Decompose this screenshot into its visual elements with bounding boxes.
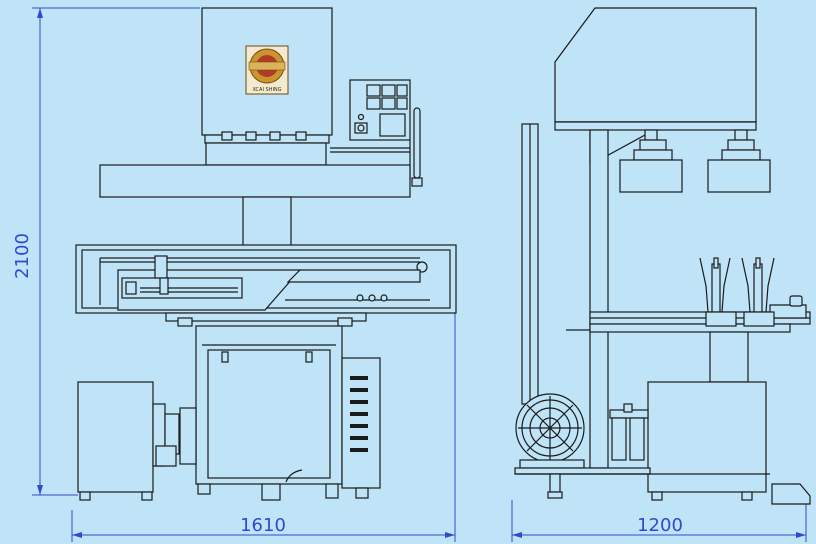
height-dimension: 2100 [12, 7, 200, 496]
left-cabinet [77, 381, 154, 493]
front-width-dimension: 1610 [71, 300, 456, 542]
logo-brand-text: XCAI SHING [252, 87, 281, 93]
side-column [589, 129, 609, 469]
blower-fan [515, 393, 585, 469]
side-width-label: 1200 [637, 515, 683, 536]
side-head [554, 7, 757, 123]
side-fixtures [699, 257, 775, 327]
front-width-label: 1610 [240, 515, 286, 536]
side-view [514, 7, 811, 505]
cross-beam [99, 164, 411, 198]
control-panel [330, 79, 411, 180]
front-view: XCAI SHING [75, 7, 457, 501]
side-cabinet [647, 381, 767, 493]
height-label: 2100 [12, 233, 33, 279]
foot-pedal [771, 483, 811, 505]
brand-logo: XCAI SHING [245, 45, 289, 95]
side-width-dimension: 1200 [511, 500, 807, 542]
